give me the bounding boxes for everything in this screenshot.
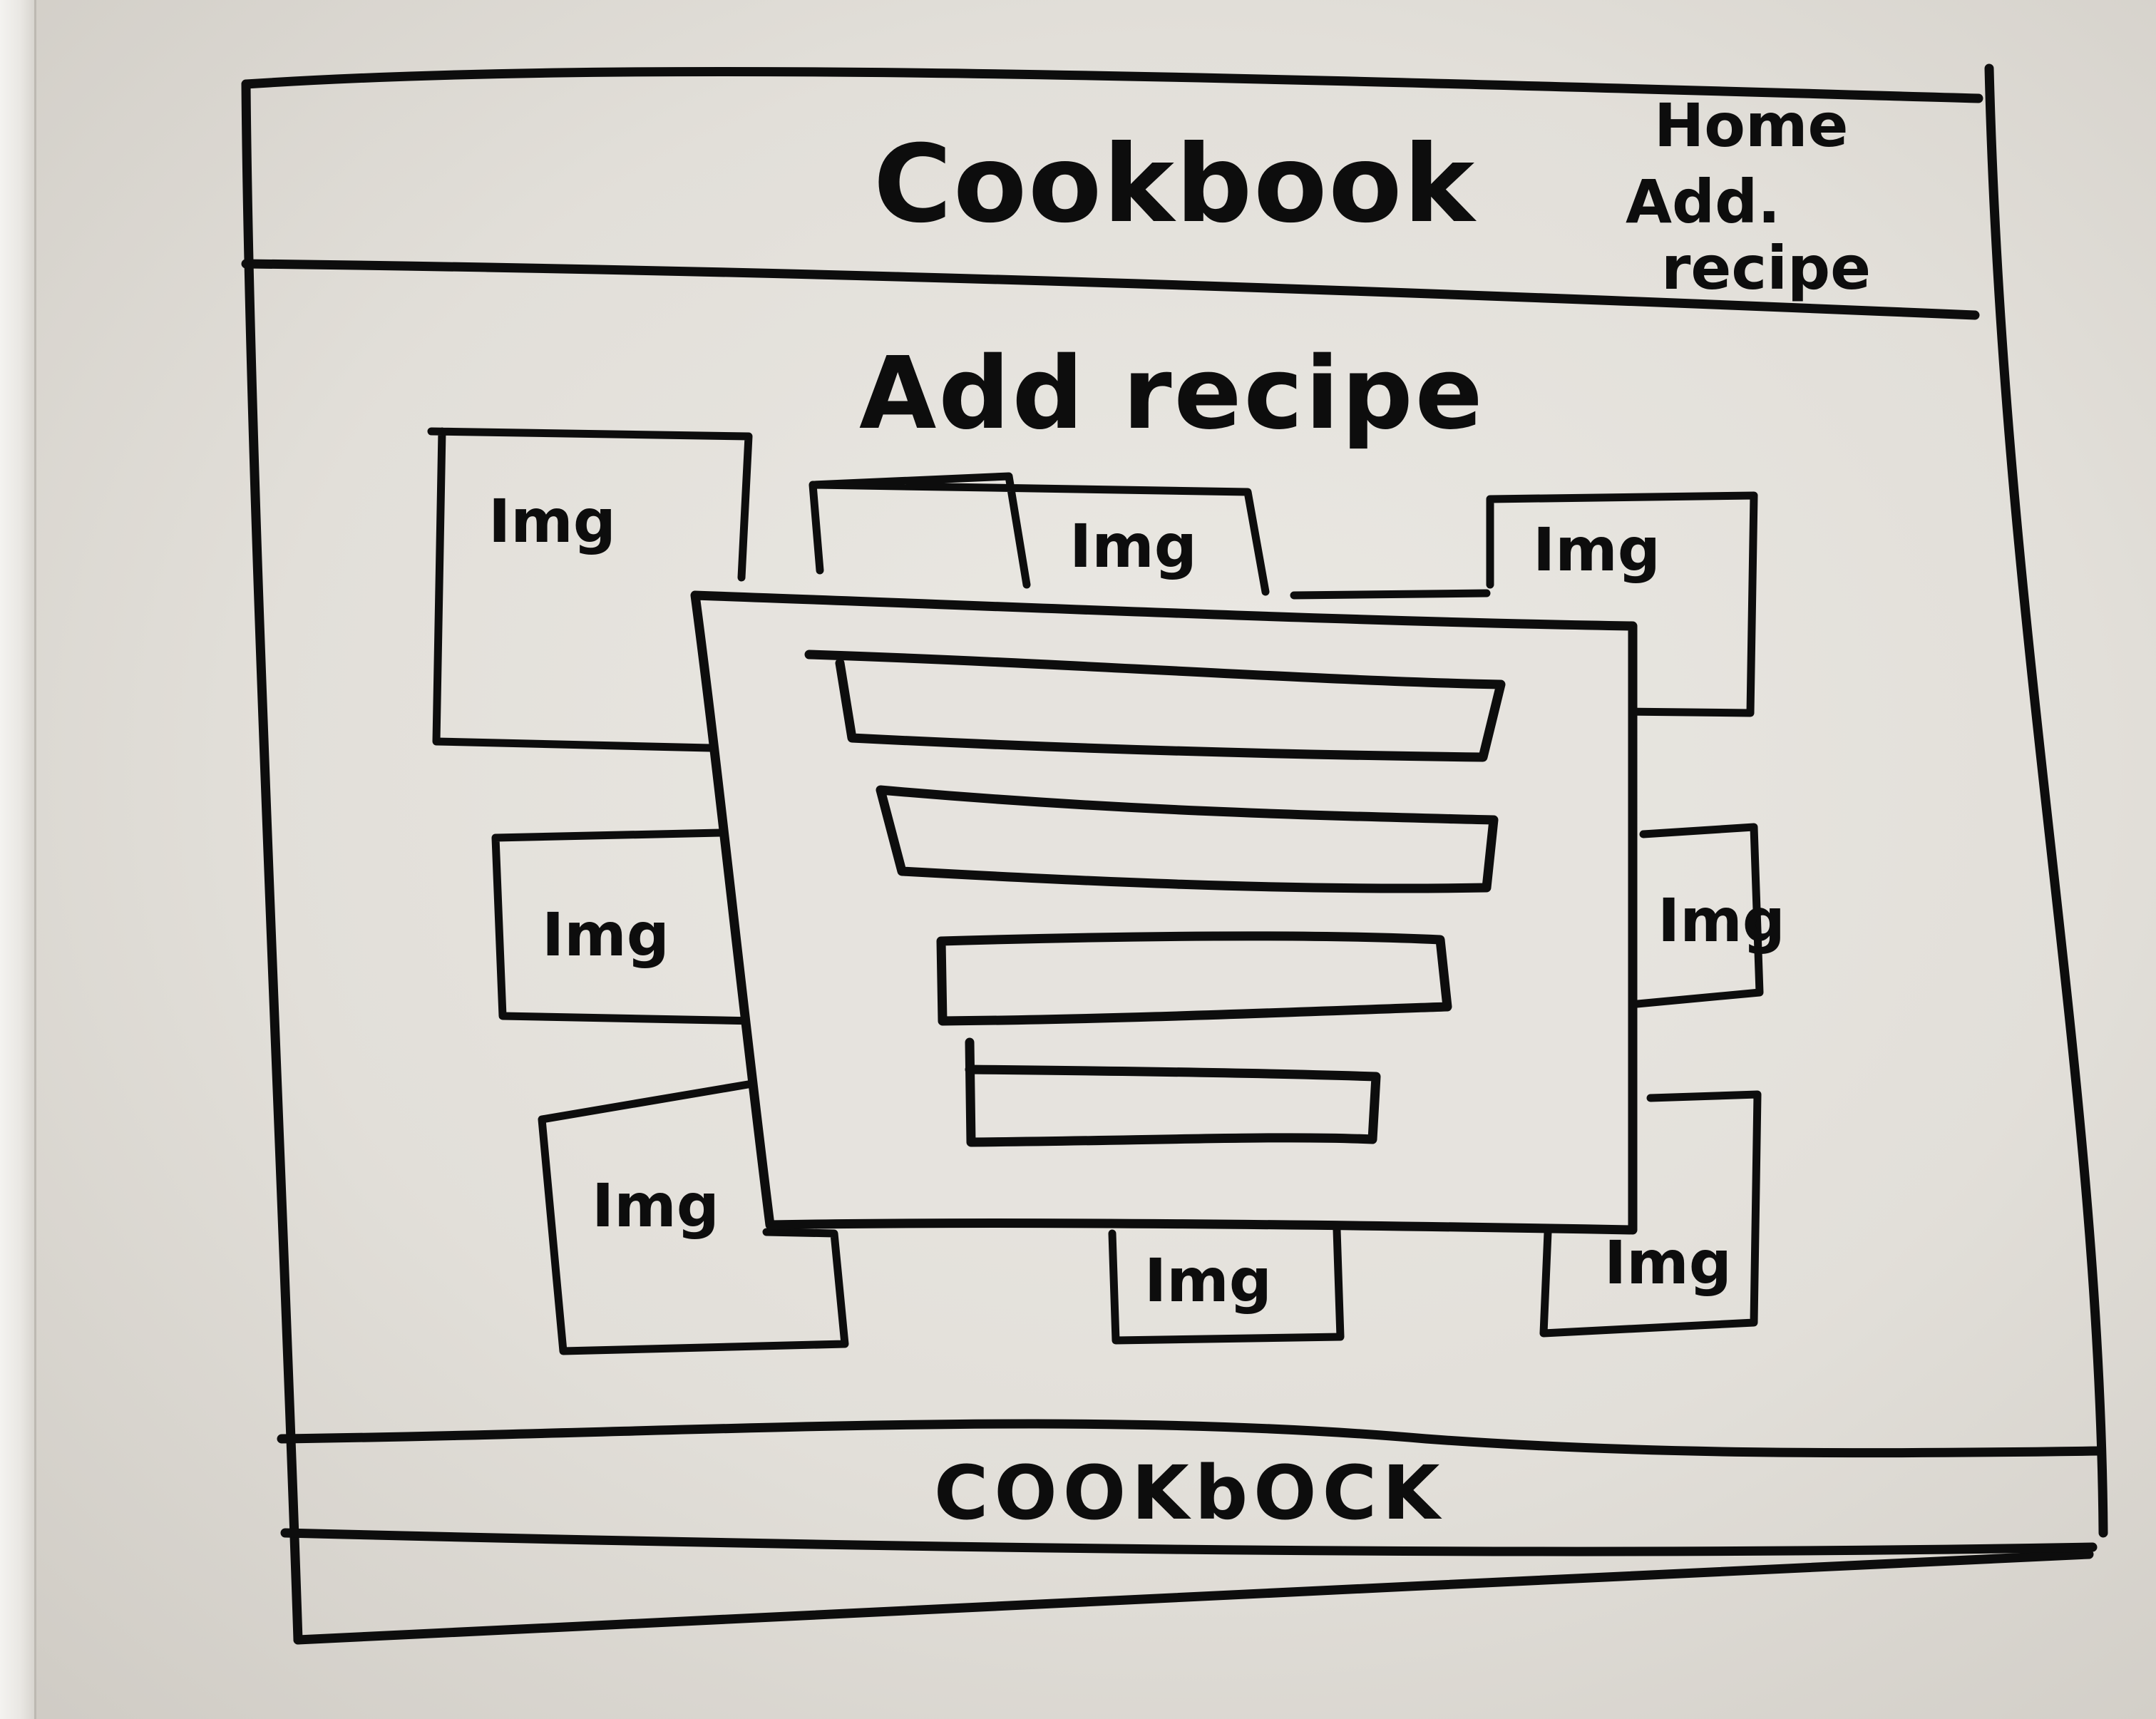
form-input-field[interactable] [876,785,1499,893]
image-placeholder: Img [1618,823,1785,1010]
header-bar [241,259,1980,320]
image-label: Img [1604,1228,1732,1298]
form-input-field[interactable] [804,650,1506,762]
image-label: Img [1533,515,1660,585]
image-placeholder: Img [1290,491,1758,717]
nav-add-recipe-link-line2[interactable]: recipe [1661,233,1871,303]
page-heading: Add recipe [859,336,1485,452]
add-recipe-form-modal [690,590,1638,1235]
image-placeholder: Img [491,828,760,1025]
image-label: Img [488,486,616,556]
image-label: Img [542,900,669,970]
image-label: Img [1658,886,1785,955]
footer-bar [277,1419,2105,1556]
form-input-field[interactable] [965,1037,1381,1147]
header-nav: Home Add. recipe [1626,91,1871,303]
paper-edge [0,0,36,1719]
nav-add-recipe-link-line1[interactable]: Add. [1626,167,1780,237]
image-label: Img [592,1171,719,1241]
image-label: Img [1069,511,1197,581]
site-title: Cookbook [873,123,1477,247]
form-input-field[interactable] [936,931,1452,1026]
nav-home-link[interactable]: Home [1654,91,1849,160]
image-placeholder: Img [538,1079,849,1355]
image-placeholder: Img [1108,1226,1345,1345]
image-placeholder: Img [808,472,1270,596]
page-frame [241,63,2108,1645]
image-placeholder: Img [427,427,753,753]
image-label: Img [1144,1246,1272,1315]
image-grid: Img Img Img Img Img Img Img [427,427,1785,1355]
footer-text: COOKbOCK [934,1449,1446,1536]
